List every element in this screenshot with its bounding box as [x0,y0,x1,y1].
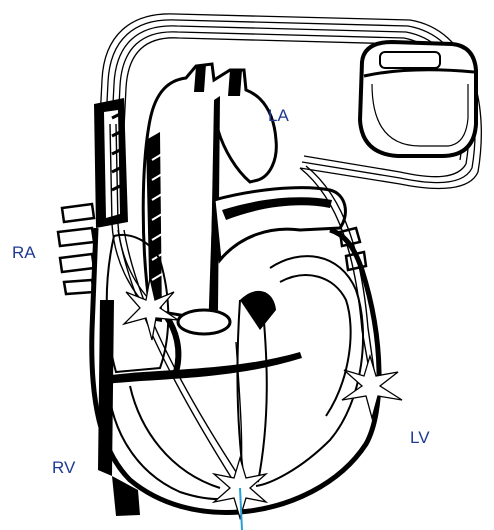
label-left-atrium: LA [268,106,289,126]
septum [104,352,302,384]
label-right-atrium: RA [12,243,36,263]
pacemaker-generator-icon [360,42,476,156]
pulmonary-veins-right [58,204,94,294]
label-left-ventricle: LV [410,428,430,448]
label-right-ventricle: RV [52,458,75,478]
pulmonary-trunk [214,188,345,260]
